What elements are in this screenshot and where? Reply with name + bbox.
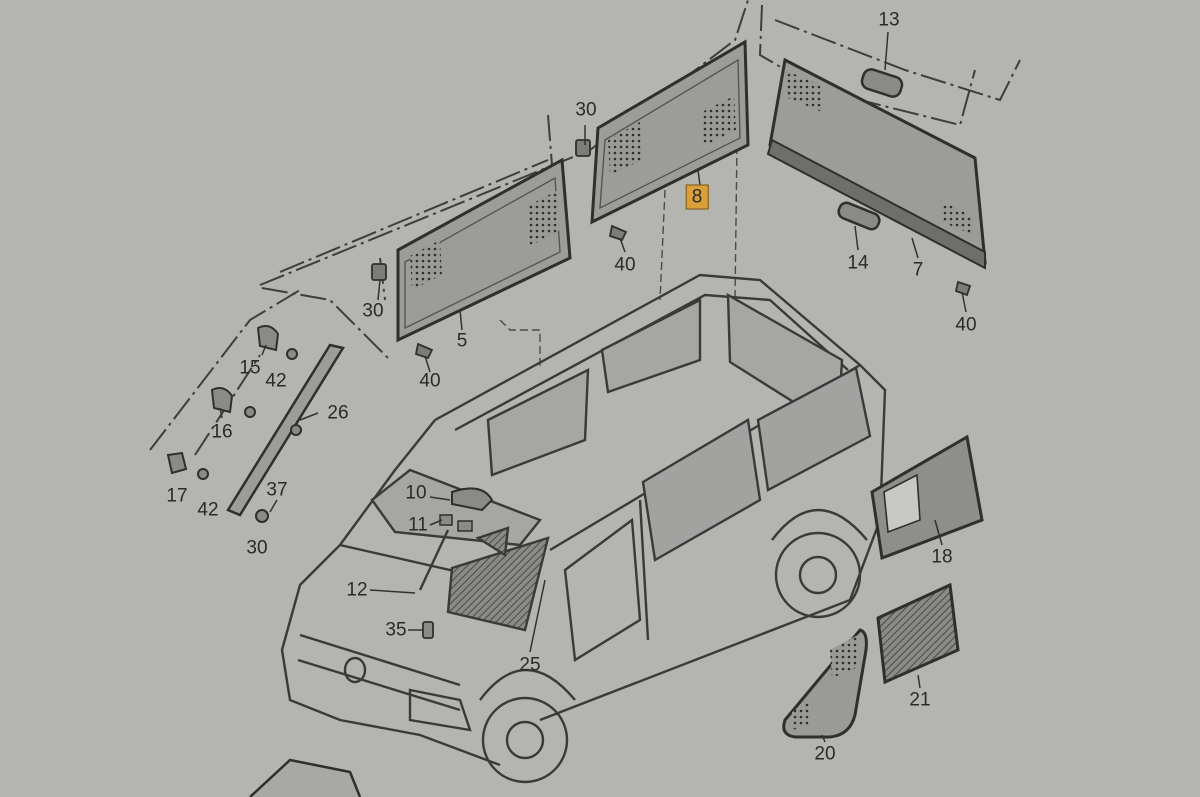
callout-25: 25 [519,654,541,676]
callout-30a: 30 [575,99,597,121]
callout-14: 14 [847,252,869,274]
sensor-11 [439,514,473,532]
callout-40c: 40 [419,370,441,392]
callout-20: 20 [814,743,836,765]
callout-16: 16 [211,421,233,443]
callout-15: 15 [239,357,261,379]
window-21 [876,582,960,685]
callout-40a: 40 [614,254,636,276]
callout-11: 11 [408,514,428,536]
pillar-trim-26 [226,343,345,517]
fasteners-left [166,325,302,523]
headliner-panel-7 [766,57,987,270]
callout-8: 8 [685,184,709,210]
callout-12: 12 [346,579,368,601]
callout-leaders [219,31,967,743]
callout-21: 21 [909,689,931,711]
mirror-10 [451,487,494,512]
callout-26: 26 [327,402,349,424]
clips [371,139,972,360]
partial-part [249,758,362,797]
van-body [280,273,887,784]
callout-42b: 42 [197,499,219,521]
screw-35 [422,621,434,639]
callout-40b: 40 [955,314,977,336]
grab-handle-13 [860,68,904,98]
window-18 [870,434,984,561]
trim-panel-8 [590,39,750,225]
callout-18: 18 [931,546,953,568]
callout-13: 13 [878,9,900,31]
callout-17: 17 [166,485,188,507]
callout-42a: 42 [265,370,287,392]
callout-30b: 30 [362,300,384,322]
callout-35: 35 [385,619,407,641]
callout-30c: 30 [246,537,268,559]
callout-7: 7 [912,259,924,281]
callout-10: 10 [405,482,427,504]
grab-handle-14 [837,201,881,231]
trim-panel-5 [396,157,572,343]
callout-37: 37 [266,479,288,501]
window-20 [782,628,868,739]
callout-5: 5 [456,330,468,352]
